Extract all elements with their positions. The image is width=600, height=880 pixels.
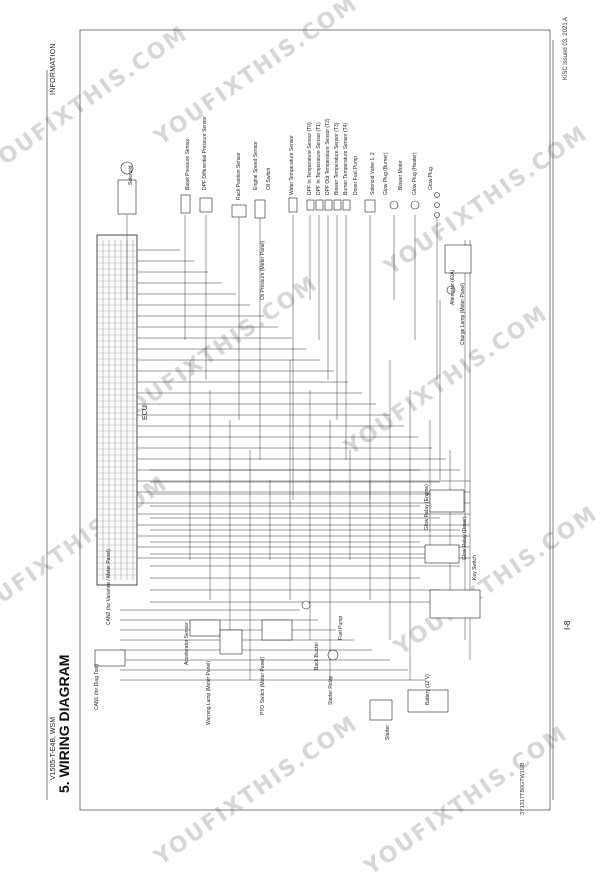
solenoid-valve-label: Solenoid Valve 1, 2: [370, 152, 376, 195]
diff-sensor-label: DPF Differential Pressure Sensor: [202, 116, 208, 190]
oil-pressure-label: Oil Pressure (Meter Panel): [260, 240, 266, 300]
can1-label: CAN1 (for Diag Tool): [94, 663, 100, 710]
starter-relay-label: Starter Relay: [328, 675, 334, 705]
boost-sensor-label: Boost Pressure Sensor: [185, 138, 191, 190]
warning-lamp-label: Warning Lamp (Meter Panel): [206, 660, 212, 725]
glow-relay-engine-label: Glow Relay (Engine): [424, 484, 430, 530]
accel-sensor-label: Accelerator Sensor: [184, 622, 190, 665]
water-temp-label: Water Temperature Sensor: [289, 135, 295, 195]
engine-speed-label: Engine Speed Sensor: [253, 141, 259, 190]
glow-heater-label: Glow Plug (Heater): [412, 152, 418, 195]
t4-label: Burner Temperature Sensor (T4): [343, 122, 349, 195]
t2-label: DPF Out Temperature Sensor (T2): [325, 118, 331, 195]
glow-relay-doser-label: Glow Relay (Doser): [462, 516, 468, 560]
starter-label: Starter: [385, 724, 391, 740]
blower-motor-label: Blower Motor: [398, 160, 404, 190]
solenoid-label: Solenoid: [128, 165, 134, 185]
oil-switch-label: Oil Switch: [266, 167, 272, 190]
glow-plug-label: Glow Plug: [428, 167, 434, 190]
can2-label: CAN2 (for Variance / Meter Panel): [106, 549, 112, 625]
t1-label: DPF In Temperature Sensor (T1): [316, 122, 322, 195]
key-switch-label: Key Switch: [472, 555, 478, 580]
alternator-label: Alternator (60A): [450, 269, 456, 305]
back-buzzer-label: Back Buzzer: [314, 641, 320, 670]
battery-label: Battery (12 V): [425, 674, 431, 705]
fuel-pump-label: Fuel Pump: [338, 615, 344, 640]
glow-burner-label: Glow Plug (Burner): [383, 152, 389, 195]
dosing-pump-label: Doser Fuel Pump: [353, 156, 359, 195]
rack-sensor-label: Rack Position Sensor: [236, 152, 242, 200]
t0-label: DPF In Temperature Sensor (T0): [307, 122, 313, 195]
t3-label: Blower Temperature Sensor (T3): [334, 122, 340, 195]
pto-switch-label: PTO Switch (Meter Panel): [260, 657, 266, 715]
ecu-label: ECU: [142, 405, 149, 420]
charge-lamp-label: Charge Lamp (Meter Panel): [460, 283, 466, 345]
